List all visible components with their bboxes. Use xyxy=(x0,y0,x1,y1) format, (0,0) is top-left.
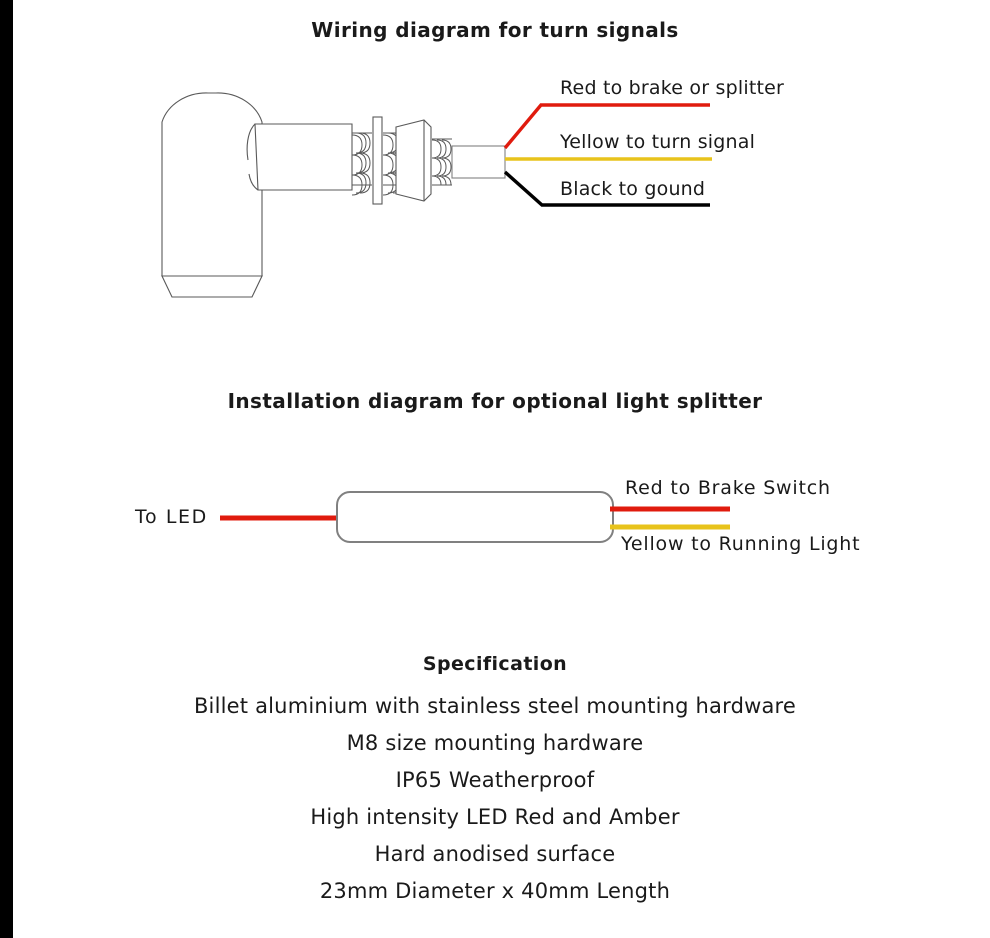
splitter-output-red-label: Red to Brake Switch xyxy=(625,477,831,499)
splitter-body xyxy=(336,491,614,543)
spec-line: Hard anodised surface xyxy=(374,842,616,866)
splitter-output-yellow-label: Yellow to Running Light xyxy=(621,533,861,555)
spec-line: High intensity LED Red and Amber xyxy=(310,805,680,829)
lamp-neck-blend-top xyxy=(246,123,256,161)
thread-group-third xyxy=(431,138,452,186)
splitter-input-label: To LED xyxy=(135,506,208,528)
hex-nut xyxy=(395,119,432,202)
splitter-drawing xyxy=(220,491,730,543)
wire-label-black: Black to gound xyxy=(560,178,706,200)
spec-line: M8 size mounting hardware xyxy=(346,731,644,755)
lamp-neck-blend-bottom xyxy=(248,173,259,191)
spec-line: Billet aluminium with stainless steel mo… xyxy=(193,694,797,718)
spec-line: IP65 Weatherproof xyxy=(395,768,595,792)
washer-plate xyxy=(372,116,383,205)
lamp-body xyxy=(161,92,263,277)
lamp-neck xyxy=(254,123,353,191)
specification-heading: Specification xyxy=(422,653,568,675)
splitter-diagram-title: Installation diagram for optional light … xyxy=(227,389,763,413)
red-wire xyxy=(503,103,710,150)
left-edge-strip xyxy=(0,0,13,938)
lamp-output-wires xyxy=(503,103,712,207)
cable-stub xyxy=(451,145,506,179)
black-wire xyxy=(503,170,710,207)
specification-list: Billet aluminium with stainless steel mo… xyxy=(0,688,990,910)
spec-line: 23mm Diameter x 40mm Length xyxy=(319,879,671,903)
lamp-base-chamfer xyxy=(161,275,263,298)
wire-label-red: Red to brake or splitter xyxy=(560,77,785,99)
thread-group-first xyxy=(351,132,372,196)
wire-label-yellow: Yellow to turn signal xyxy=(560,131,756,153)
led-lamp-drawing xyxy=(161,92,506,298)
wiring-diagram-title: Wiring diagram for turn signals xyxy=(311,18,679,42)
